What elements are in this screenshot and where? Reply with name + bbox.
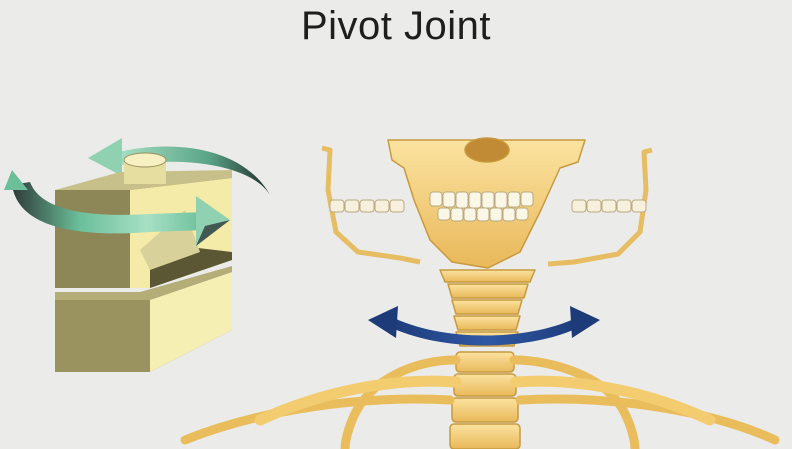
pivot-block-model <box>4 138 270 372</box>
pivot-peg <box>124 153 166 184</box>
thoracic-spine <box>450 352 520 449</box>
side-teeth-left <box>330 200 404 212</box>
lower-teeth <box>438 208 528 221</box>
rotation-arrow-top-head <box>88 138 122 176</box>
neck-arrow-left-head <box>368 306 398 338</box>
rotation-arrow-tail <box>4 170 28 190</box>
neck-arrow-right-head <box>570 306 600 338</box>
nasal-cavity <box>465 138 509 162</box>
side-teeth-right <box>572 200 646 212</box>
skeleton <box>185 138 775 449</box>
